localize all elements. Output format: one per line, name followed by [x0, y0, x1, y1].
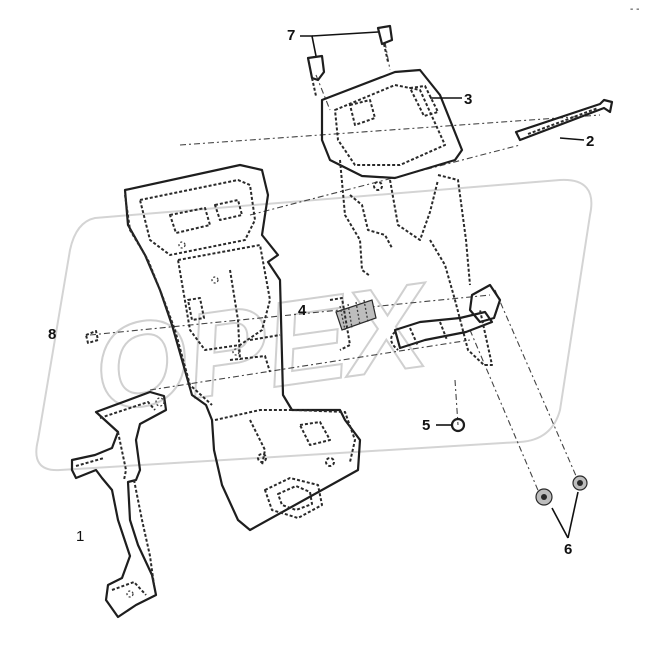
callout-4: 4 — [298, 302, 307, 319]
nuts-part-6 — [535, 475, 588, 506]
screws-part-7 — [306, 24, 394, 97]
fastener-part-8 — [85, 330, 99, 344]
callout-5: 5 — [422, 417, 430, 434]
callout-6: 6 — [564, 541, 572, 558]
callout-2: 2 — [586, 133, 594, 150]
bolt-part-2 — [514, 98, 614, 142]
return-spring — [329, 297, 377, 351]
pedal-arm-part-1 — [70, 390, 168, 619]
callout-7: 7 — [287, 27, 295, 44]
svg-text:OPEX: OPEX — [86, 257, 442, 437]
corner-mark: - - — [630, 4, 639, 15]
opex-watermark: OPEX — [35, 178, 593, 472]
callout-3: 3 — [464, 91, 472, 108]
pedal-box-part-4 — [123, 163, 362, 532]
pivot-shaft-assembly — [390, 174, 502, 366]
callout-leaders — [300, 31, 585, 539]
upper-bracket-part-3 — [320, 68, 464, 277]
callout-8: 8 — [48, 326, 56, 343]
callout-labels: 7 3 2 4 8 5 1 6 — [48, 27, 594, 558]
callout-1: 1 — [76, 528, 84, 545]
